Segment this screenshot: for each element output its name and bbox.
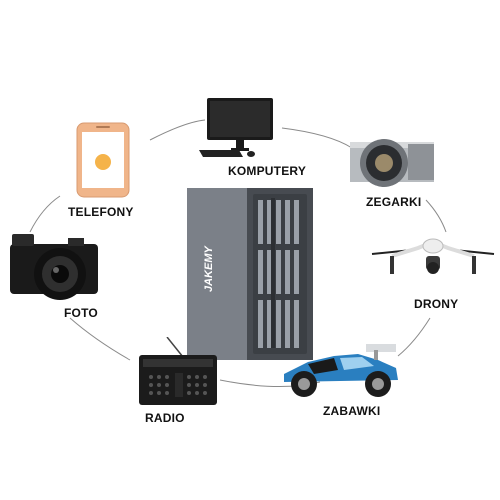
smartphone-icon (76, 122, 130, 198)
brand-logo: JAKEMY (203, 246, 215, 292)
label-radio: RADIO (145, 411, 185, 425)
radio-icon (137, 337, 219, 407)
label-drony: DRONY (414, 297, 459, 311)
label-zegarki: ZEGARKI (366, 195, 422, 209)
screwdriver-kit: JAKEMY (187, 188, 313, 360)
camera-icon (8, 230, 100, 302)
wristwatch-icon (350, 136, 434, 190)
label-zabawki: ZABAWKI (323, 404, 381, 418)
computer-monitor-icon (199, 98, 279, 160)
label-telefony: TELEFONY (68, 205, 134, 219)
label-komputery: KOMPUTERY (228, 164, 307, 178)
drone-icon (370, 236, 496, 288)
label-foto: FOTO (64, 306, 98, 320)
rc-car-icon (278, 340, 404, 400)
